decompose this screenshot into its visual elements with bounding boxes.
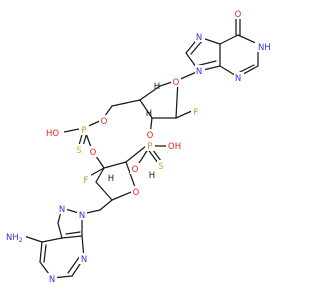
atom-labels: O NH N N N O F H H O O P HO S O P OH S — [4, 8, 275, 285]
hydroxyl-group: OH — [168, 142, 181, 152]
hydrogen-atom: H — [154, 82, 160, 92]
nitrogen-atom: N — [81, 255, 87, 265]
molecule-drawing: O NH N N N O F H H O O P HO S O P OH S — [4, 8, 275, 285]
oxygen-atom: O — [90, 148, 97, 158]
sulfur-atom: S — [76, 146, 81, 156]
oxygen-atom: O — [147, 131, 154, 141]
fluorine-atom: F — [84, 176, 89, 186]
nitrogen-atom: N — [196, 67, 202, 77]
oxygen-atom: O — [132, 165, 139, 175]
oxygen-atom: O — [173, 78, 180, 88]
hydroxyl-group: HO — [46, 129, 59, 139]
nh-group: NH — [258, 43, 271, 53]
nitrogen-atom: N — [59, 205, 65, 215]
hydrogen-atom: H — [146, 109, 152, 119]
bonds — [23, 17, 259, 279]
chemical-structure: O NH N N N O F H H O O P HO S O P OH S — [4, 8, 275, 285]
nitrogen-atom: N — [49, 275, 55, 285]
amino-group: NH2 — [6, 233, 23, 244]
hydrogen-atom: H — [149, 171, 155, 181]
oxygen-atom: O — [235, 10, 242, 20]
fluorine-atom: F — [194, 108, 199, 118]
nitrogen-atom: N — [79, 211, 85, 221]
nitrogen-atom: N — [196, 33, 202, 43]
oxygen-atom: O — [101, 117, 108, 127]
amino-group-subscript: 2 — [19, 237, 23, 244]
oxygen-atom: O — [133, 188, 140, 198]
phosphorus-atom: P — [81, 126, 86, 136]
phosphorus-atom: P — [147, 142, 152, 152]
amino-group-label: NH — [6, 233, 19, 243]
hydrogen-atom: H — [108, 174, 114, 184]
sulfur-atom: S — [158, 162, 163, 172]
nitrogen-atom: N — [235, 74, 241, 84]
